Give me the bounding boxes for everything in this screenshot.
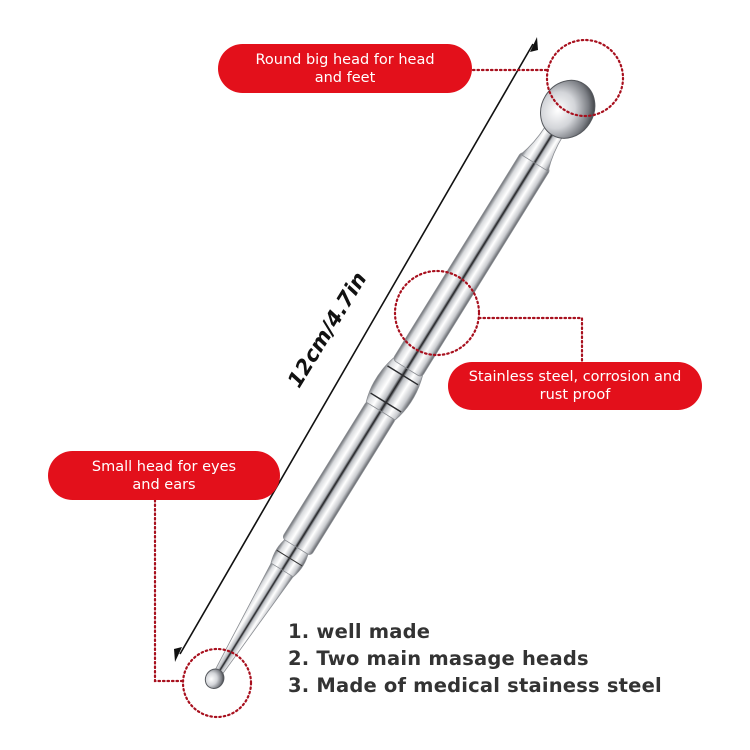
callout-stainless-steel: Stainless steel, corrosion and rust proof (448, 362, 702, 410)
feature-item: 1. well made (288, 620, 431, 643)
feature-list: 1. well made 2. Two main masage heads 3.… (288, 618, 662, 699)
callout-text-line1: Small head for eyes (91, 458, 237, 475)
callout-text-line2: and ears (132, 476, 196, 493)
callout-leaders (153, 38, 625, 719)
feature-item: 3. Made of medical stainess steel (288, 674, 662, 697)
feature-item: 2. Two main masage heads (288, 647, 589, 670)
top-head-highlight (545, 38, 625, 118)
dimension-arrow (174, 37, 538, 662)
callout-text-line1: Stainless steel, corrosion and (468, 369, 682, 385)
small-head-highlight (181, 647, 253, 719)
callout-text-line2: rust proof (539, 387, 611, 403)
middle-bulge-highlight (393, 269, 481, 357)
callout-text-line2: and feet (314, 69, 376, 86)
callout-text-line1: Round big head for head (255, 51, 435, 68)
massage-pen (204, 79, 596, 689)
